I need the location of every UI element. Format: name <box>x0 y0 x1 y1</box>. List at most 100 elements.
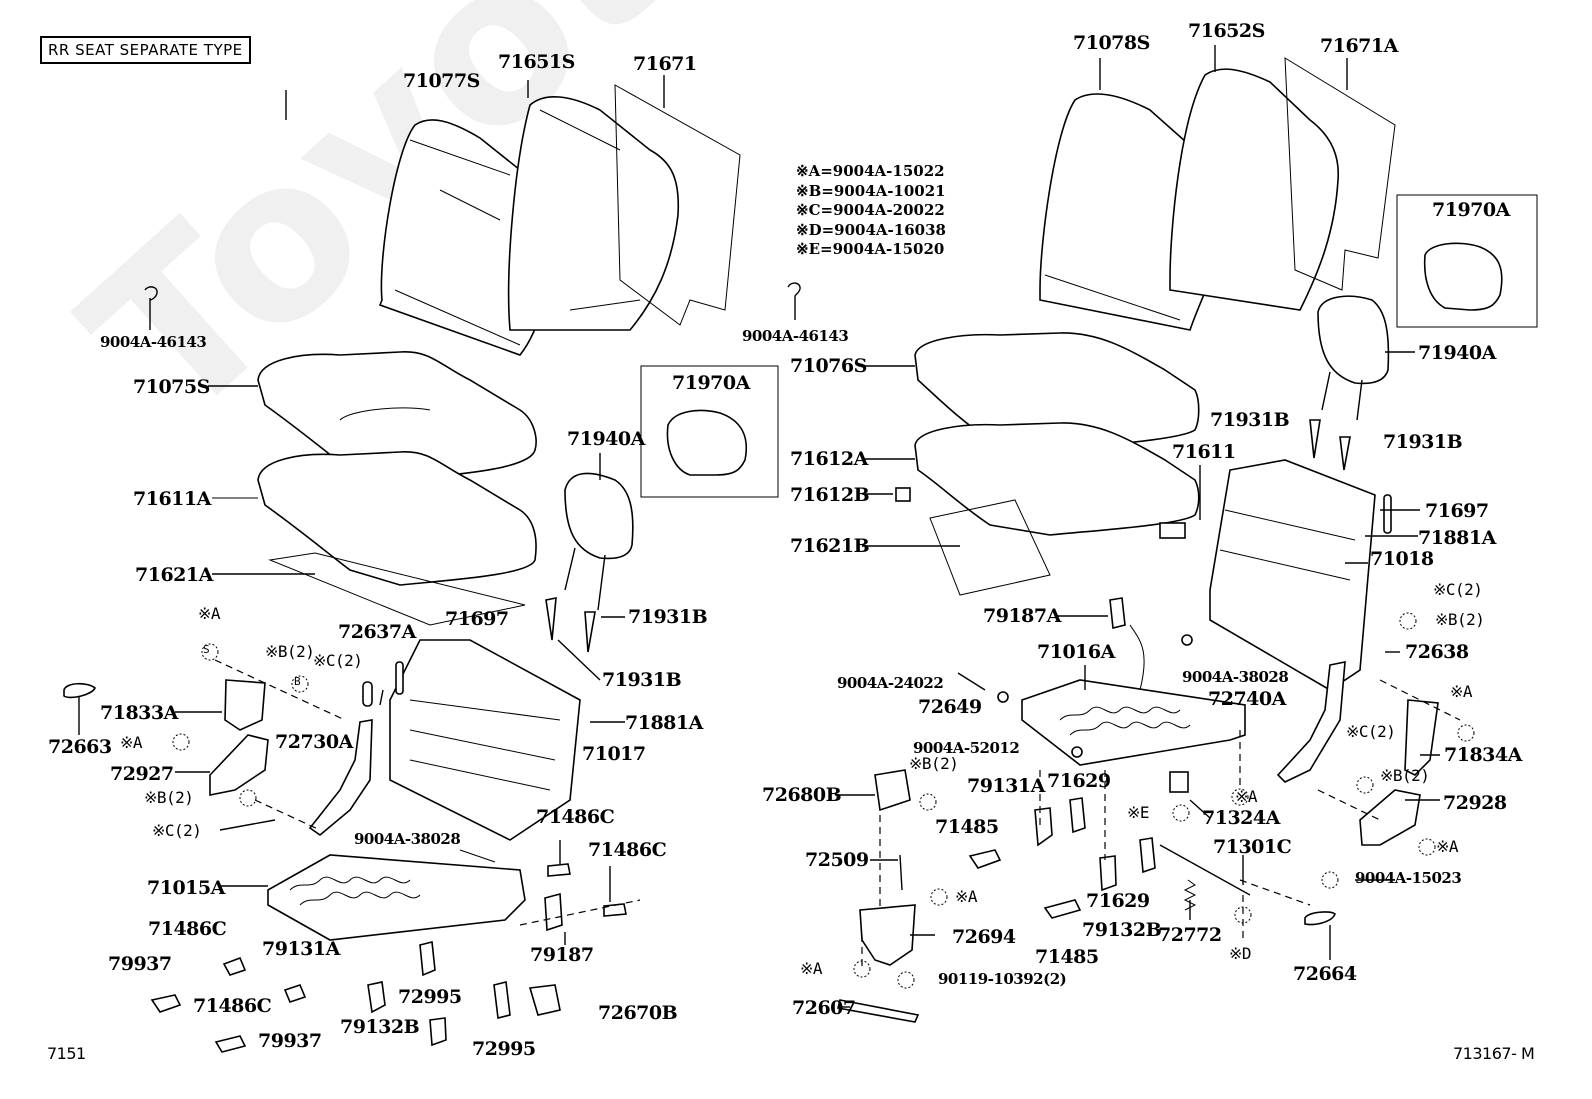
headrest-cover-71970A-left-drawing <box>666 409 747 476</box>
part-label-72670B[interactable]: 72670B <box>598 1002 678 1024</box>
part-label-72664[interactable]: 72664 <box>1293 963 1357 985</box>
part-label-71485-2[interactable]: 71485 <box>1035 946 1099 968</box>
part-label-71833A[interactable]: 71833A <box>100 702 178 724</box>
part-label-9004A-52012[interactable]: 9004A-52012 <box>913 739 1020 757</box>
hook-9004A-46143-drawing <box>144 286 158 301</box>
part-label-71629-2[interactable]: 71629 <box>1086 890 1150 912</box>
part-label-71651S[interactable]: 71651S <box>498 51 575 73</box>
part-label-79132B-left[interactable]: 79132B <box>340 1016 420 1038</box>
part-label-72694[interactable]: 72694 <box>952 926 1016 948</box>
part-label-90119-10392[interactable]: 90119-10392(2) <box>938 970 1067 988</box>
part-label-71612B[interactable]: 71612B <box>790 484 870 506</box>
part-label-71621A[interactable]: 71621A <box>135 564 213 586</box>
part-label-72927[interactable]: 72927 <box>110 763 174 785</box>
bolt-9004A-24022-drawing <box>957 672 986 691</box>
part-label-79937-1[interactable]: 79937 <box>108 953 172 975</box>
page-code-right: 713167- M <box>1453 1044 1535 1063</box>
cover-71833A-drawing <box>224 679 266 731</box>
part-label-71486C-4[interactable]: 71486C <box>193 995 272 1017</box>
part-label-71075S[interactable]: 71075S <box>133 376 210 398</box>
part-label-71076S[interactable]: 71076S <box>790 355 867 377</box>
part-label-71834A[interactable]: 71834A <box>1444 744 1522 766</box>
part-label-72772[interactable]: 72772 <box>1158 924 1222 946</box>
part-label-71931B-right-1[interactable]: 71931B <box>1210 409 1290 431</box>
part-label-71931B-left-2[interactable]: 71931B <box>602 669 682 691</box>
part-label-71697-right[interactable]: 71697 <box>1425 500 1489 522</box>
part-label-72638[interactable]: 72638 <box>1405 641 1469 663</box>
part-label-79187[interactable]: 79187 <box>530 944 594 966</box>
part-label-71077S[interactable]: 71077S <box>403 70 480 92</box>
part-label-9004A-46143-left[interactable]: 9004A-46143 <box>100 333 207 351</box>
part-label-71301C[interactable]: 71301C <box>1213 836 1292 858</box>
part-label-71970A-right[interactable]: 71970A <box>1432 199 1510 221</box>
fastener-legend: ※A=9004A-15022 ※B=9004A-10021 ※C=9004A-2… <box>796 162 946 260</box>
cover-71629-drawing-2 <box>1139 837 1156 874</box>
part-label-71940A-right[interactable]: 71940A <box>1418 342 1496 364</box>
part-label-71881A-right[interactable]: 71881A <box>1418 527 1496 549</box>
part-label-72649[interactable]: 72649 <box>918 696 982 718</box>
cover-72927-drawing <box>209 734 269 796</box>
cover-71629-drawing-1 <box>1069 797 1086 834</box>
part-label-72663[interactable]: 72663 <box>48 736 112 758</box>
part-label-71612A[interactable]: 71612A <box>790 448 868 470</box>
part-label-71671A[interactable]: 71671A <box>1320 35 1398 57</box>
part-label-71970A-left[interactable]: 71970A <box>672 372 750 394</box>
part-label-71324A[interactable]: 71324A <box>1202 807 1280 829</box>
part-label-72607[interactable]: 72607 <box>792 997 856 1019</box>
frame-71017-drawing <box>389 639 581 841</box>
part-label-72680B[interactable]: 72680B <box>762 784 842 806</box>
part-label-72509[interactable]: 72509 <box>805 849 869 871</box>
part-label-71931B-right-2[interactable]: 71931B <box>1383 431 1463 453</box>
part-label-71611A[interactable]: 71611A <box>133 488 211 510</box>
note-B-right-1: ※B(2) <box>1435 610 1485 629</box>
bracket-79132B-drawing <box>429 1017 447 1047</box>
seat-frame-71015A-drawing <box>267 854 526 941</box>
part-label-9004A-46143-right[interactable]: 9004A-46143 <box>742 327 849 345</box>
part-label-72637A[interactable]: 72637A <box>338 621 416 643</box>
part-label-71016A[interactable]: 71016A <box>1037 641 1115 663</box>
part-label-71652S[interactable]: 71652S <box>1188 20 1265 42</box>
cushion-71611A-drawing <box>257 451 537 586</box>
part-label-9004A-38028-left[interactable]: 9004A-38028 <box>354 830 461 848</box>
guide-71931B-right-drawing-1 <box>1309 419 1321 459</box>
part-label-71881A-left[interactable]: 71881A <box>625 712 703 734</box>
latch-72680B-drawing <box>874 769 911 812</box>
part-label-9004A-38028-right[interactable]: 9004A-38028 <box>1182 668 1289 686</box>
cover-71834A-drawing <box>1404 699 1439 776</box>
part-label-71621B[interactable]: 71621B <box>790 535 870 557</box>
part-label-71697-left[interactable]: 71697 <box>445 608 509 630</box>
nut-9004A-38028-right-drawing <box>1181 634 1193 646</box>
leader-lines-left <box>175 75 665 945</box>
part-label-79131A-left[interactable]: 79131A <box>262 938 340 960</box>
part-label-72995-2[interactable]: 72995 <box>472 1038 536 1060</box>
part-label-9004A-15023[interactable]: 9004A-15023 <box>1355 869 1462 887</box>
part-label-71486C-3[interactable]: 71486C <box>148 918 227 940</box>
part-label-71015A[interactable]: 71015A <box>147 877 225 899</box>
part-label-79937-2[interactable]: 79937 <box>258 1030 322 1052</box>
part-label-72995-1[interactable]: 72995 <box>398 986 462 1008</box>
part-label-79187A[interactable]: 79187A <box>983 605 1061 627</box>
part-label-71486C-2[interactable]: 71486C <box>588 839 667 861</box>
part-label-71629-1[interactable]: 71629 <box>1047 770 1111 792</box>
part-label-79132B-right[interactable]: 79132B <box>1082 919 1162 941</box>
part-label-71078S[interactable]: 71078S <box>1073 32 1150 54</box>
part-label-9004A-24022[interactable]: 9004A-24022 <box>837 674 944 692</box>
seatback-71651S-drawing <box>507 95 680 331</box>
part-label-71671[interactable]: 71671 <box>633 53 697 75</box>
pad-71611-drawing <box>1159 522 1186 539</box>
part-label-71611[interactable]: 71611 <box>1172 441 1236 463</box>
part-label-71017[interactable]: 71017 <box>582 743 646 765</box>
nut-9004A-52012-drawing <box>1071 746 1083 758</box>
part-label-71018[interactable]: 71018 <box>1370 548 1434 570</box>
part-label-71486C-1[interactable]: 71486C <box>536 806 615 828</box>
seatback-71652S-drawing <box>1169 68 1340 311</box>
part-label-72928[interactable]: 72928 <box>1443 792 1507 814</box>
leader-lines-right <box>835 45 1440 1008</box>
part-label-71485-1[interactable]: 71485 <box>935 816 999 838</box>
part-label-72730A[interactable]: 72730A <box>275 731 353 753</box>
part-label-79131A-right[interactable]: 79131A <box>967 775 1045 797</box>
part-label-71931B-left-1[interactable]: 71931B <box>628 606 708 628</box>
part-label-71940A-left[interactable]: 71940A <box>567 428 645 450</box>
part-label-72740A[interactable]: 72740A <box>1208 688 1286 710</box>
